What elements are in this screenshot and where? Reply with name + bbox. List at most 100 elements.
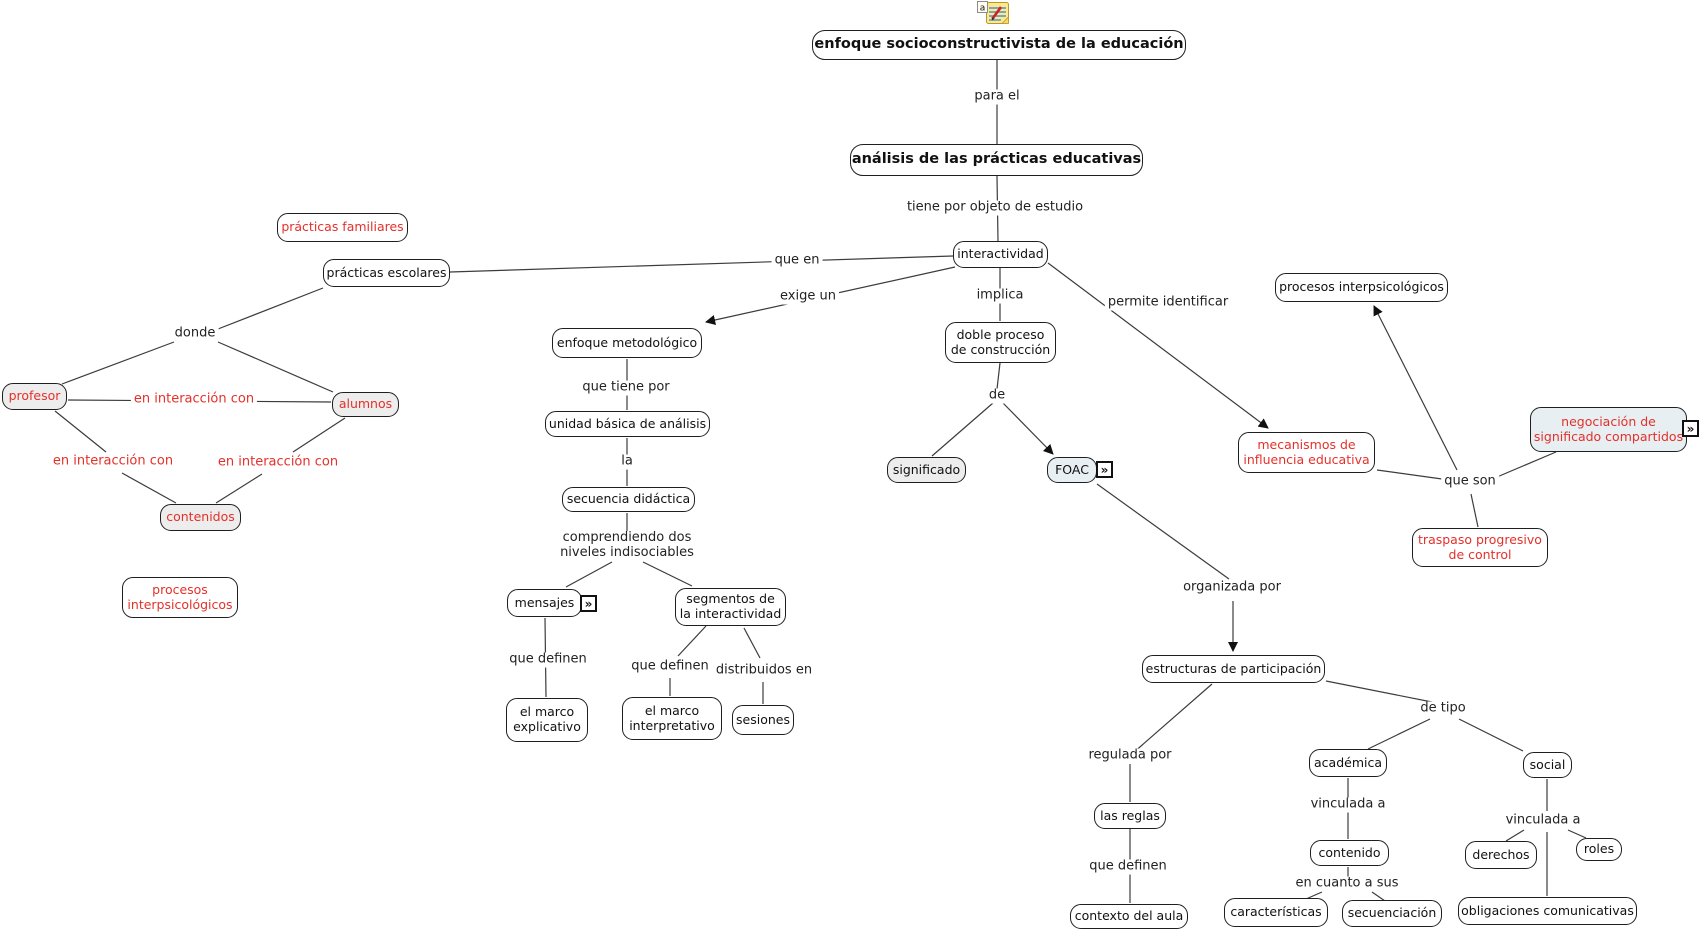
concept-node-doble-proceso[interactable]: doble proceso de construcción xyxy=(945,322,1056,363)
concept-node-alumnos[interactable]: alumnos xyxy=(332,392,399,417)
linking-phrase-vinculada-a-2[interactable]: vinculada a xyxy=(1502,813,1584,829)
linking-phrase-en-cuanto-a-sus[interactable]: en cuanto a sus xyxy=(1292,876,1402,892)
linking-phrase-que-definen-2[interactable]: que definen xyxy=(628,659,712,675)
concept-node-mensajes[interactable]: mensajes xyxy=(507,589,582,617)
concept-node-caracteristicas[interactable]: características xyxy=(1224,898,1328,927)
node-label: contenidos xyxy=(166,509,235,525)
node-label: procesos interpsicológicos xyxy=(1279,279,1444,295)
resource-link-icon-negociacion[interactable]: » xyxy=(1682,420,1699,437)
linking-phrase-de-tipo[interactable]: de tipo xyxy=(1417,701,1469,717)
concept-node-secuencia-didactica[interactable]: secuencia didáctica xyxy=(562,487,695,512)
resource-link-icon-foac[interactable]: » xyxy=(1096,461,1113,478)
node-label: características xyxy=(1230,904,1322,920)
concept-node-secuenciacion[interactable]: secuenciación xyxy=(1342,900,1442,927)
node-label: negociación de significado compartidos xyxy=(1533,413,1684,444)
concept-node-procesos-interpsicologicos-der[interactable]: procesos interpsicológicos xyxy=(1275,273,1448,302)
concept-node-foac[interactable]: FOAC xyxy=(1047,457,1097,483)
node-label: interactividad xyxy=(957,246,1044,262)
concept-node-analisis[interactable]: análisis de las prácticas educativas xyxy=(850,144,1143,176)
chevrons-icon: » xyxy=(584,596,593,611)
linking-phrase-que-definen-1[interactable]: que definen xyxy=(506,652,590,668)
linking-phrase-de[interactable]: de xyxy=(985,388,1009,404)
concept-node-procesos-interpsicologicos-izq[interactable]: procesos interpsicológicos xyxy=(122,577,238,618)
node-label: secuencia didáctica xyxy=(566,491,691,507)
linking-phrase-la[interactable]: la xyxy=(618,454,636,470)
linking-phrase-vinculada-a-1[interactable]: vinculada a xyxy=(1307,797,1389,813)
concept-node-title[interactable]: enfoque socioconstructivista de la educa… xyxy=(812,30,1186,60)
concept-node-segmentos[interactable]: segmentos de la interactividad xyxy=(675,588,786,626)
node-label: sesiones xyxy=(736,711,790,727)
node-label: análisis de las prácticas educativas xyxy=(851,151,1142,168)
node-label: significado xyxy=(892,461,961,477)
node-label: enfoque metodológico xyxy=(556,334,698,350)
linking-phrase-permite-identificar[interactable]: permite identificar xyxy=(1104,295,1232,311)
chevrons-icon: » xyxy=(1686,421,1695,436)
linking-phrase-regulada-por[interactable]: regulada por xyxy=(1085,748,1175,764)
linking-phrase-que-definen-3[interactable]: que definen xyxy=(1086,859,1170,875)
concept-node-negociacion[interactable]: negociación de significado compartidos xyxy=(1530,407,1687,452)
node-label: el marco interpretativo xyxy=(629,702,715,733)
concept-node-contenidos[interactable]: contenidos xyxy=(160,504,241,531)
node-label: unidad básica de análisis xyxy=(548,415,707,431)
node-label: traspaso progresivo de control xyxy=(1418,531,1542,562)
node-label: secuenciación xyxy=(1347,905,1437,921)
node-label: alumnos xyxy=(338,396,393,412)
node-label: prácticas escolares xyxy=(326,264,447,280)
node-label: procesos interpsicológicos xyxy=(127,581,233,612)
linking-phrase-distribuidos-en[interactable]: distribuidos en xyxy=(712,663,816,679)
annotation-letter: a xyxy=(980,4,986,14)
linking-phrase-para-el[interactable]: para el xyxy=(971,89,1023,105)
concept-node-unidad-basica[interactable]: unidad básica de análisis xyxy=(545,411,710,437)
concept-node-roles[interactable]: roles xyxy=(1576,838,1622,861)
node-label: académica xyxy=(1314,754,1382,770)
linking-phrase-en-interaccion-con-1[interactable]: en interacción con xyxy=(130,392,258,408)
concept-node-academica[interactable]: académica xyxy=(1309,749,1387,777)
annotation-icon[interactable]: a xyxy=(977,1,1011,30)
concept-node-contexto-aula[interactable]: contexto del aula xyxy=(1070,904,1188,929)
concept-node-marco-interpretativo[interactable]: el marco interpretativo xyxy=(622,697,722,740)
node-label: contexto del aula xyxy=(1074,908,1184,924)
concept-node-estructuras[interactable]: estructuras de participación xyxy=(1142,655,1325,683)
node-label: estructuras de participación xyxy=(1145,660,1322,676)
linking-phrase-que-son[interactable]: que son xyxy=(1441,474,1499,490)
node-label: prácticas familiares xyxy=(281,219,404,235)
concept-node-practicas-familiares[interactable]: prácticas familiares xyxy=(277,213,408,242)
node-label: roles xyxy=(1583,841,1615,857)
node-label: segmentos de la interactividad xyxy=(679,591,782,621)
concept-node-social[interactable]: social xyxy=(1523,752,1572,778)
linking-phrase-que-en[interactable]: que en xyxy=(771,253,823,269)
node-label: el marco explicativo xyxy=(513,704,581,734)
chevrons-icon: » xyxy=(1100,462,1109,477)
linking-phrase-exige-un[interactable]: exige un xyxy=(777,289,839,305)
concept-node-derechos[interactable]: derechos xyxy=(1465,841,1537,869)
linking-phrase-donde[interactable]: donde xyxy=(171,326,219,342)
concept-node-interactividad[interactable]: interactividad xyxy=(953,241,1048,268)
concept-node-marco-explicativo[interactable]: el marco explicativo xyxy=(506,698,588,742)
node-label: social xyxy=(1529,756,1566,772)
resource-link-icon-mensajes[interactable]: » xyxy=(580,595,597,612)
node-label: contenido xyxy=(1318,844,1381,860)
linking-phrase-tiene-por-objeto[interactable]: tiene por objeto de estudio xyxy=(903,200,1087,216)
concept-node-sesiones[interactable]: sesiones xyxy=(732,705,794,735)
node-label: enfoque socioconstructivista de la educa… xyxy=(814,36,1184,53)
concept-node-las-reglas[interactable]: las reglas xyxy=(1094,803,1166,829)
concept-node-contenido[interactable]: contenido xyxy=(1310,840,1389,866)
concept-node-traspaso[interactable]: traspaso progresivo de control xyxy=(1412,528,1548,567)
linking-phrase-en-interaccion-con-3[interactable]: en interacción con xyxy=(214,455,342,471)
node-label: las reglas xyxy=(1100,807,1160,823)
linking-phrase-comprendiendo[interactable]: comprendiendo dos niveles indisociables xyxy=(557,530,697,561)
node-label: FOAC xyxy=(1055,461,1089,477)
linking-phrase-implica[interactable]: implica xyxy=(973,288,1027,304)
concept-node-profesor[interactable]: profesor xyxy=(2,383,67,410)
concept-node-obligaciones[interactable]: obligaciones comunicativas xyxy=(1458,897,1637,925)
concept-node-enfoque-metodologico[interactable]: enfoque metodológico xyxy=(552,328,702,358)
node-label: derechos xyxy=(1472,846,1530,862)
concept-node-significado[interactable]: significado xyxy=(887,457,966,483)
linking-phrase-que-tiene-por[interactable]: que tiene por xyxy=(579,380,673,396)
linking-phrase-organizada-por[interactable]: organizada por xyxy=(1180,580,1284,596)
concept-node-practicas-escolares[interactable]: prácticas escolares xyxy=(323,259,450,287)
concept-node-mecanismos[interactable]: mecanismos de influencia educativa xyxy=(1238,432,1375,473)
linking-phrase-en-interaccion-con-2[interactable]: en interacción con xyxy=(49,454,177,470)
